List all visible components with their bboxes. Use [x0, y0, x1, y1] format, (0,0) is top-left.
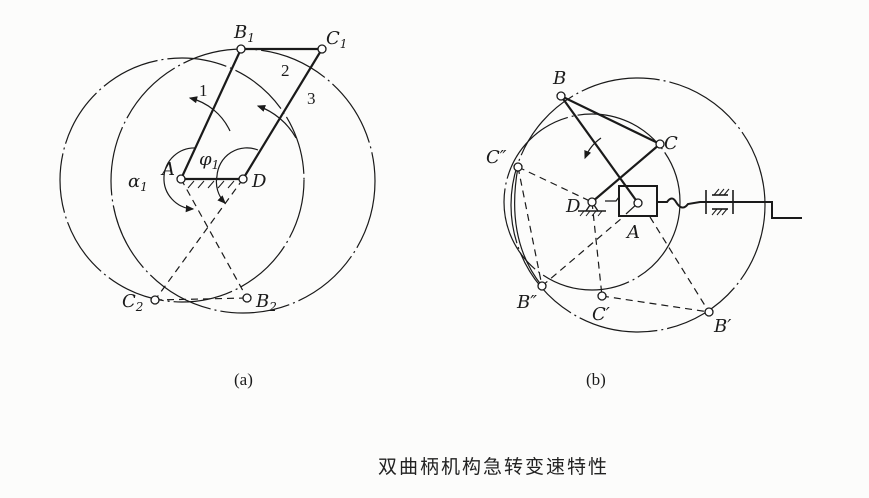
label-A: A	[160, 159, 175, 180]
rotation-arrow-1	[188, 96, 231, 132]
label-C-double-prime: C″	[486, 147, 507, 168]
label-C-prime: C′	[592, 304, 610, 325]
phi-arc	[215, 147, 259, 204]
link-number-2: 2	[281, 61, 290, 80]
label-B-double-prime: B″	[516, 292, 537, 313]
link-number-1: 1	[199, 81, 208, 100]
label-C1: C1	[326, 28, 347, 51]
dashed-positions-b	[517, 166, 710, 313]
label-B-b: B	[552, 68, 566, 89]
circle-A-b	[510, 77, 766, 333]
circle-D-b	[503, 113, 681, 291]
ground-hatch	[187, 180, 235, 189]
figure-caption: 双曲柄机构急转变速特性	[378, 456, 610, 478]
label-C-b: C	[664, 133, 678, 154]
subfigure-label-a: (a)	[234, 370, 253, 389]
label-D: D	[251, 171, 267, 192]
arc-left	[514, 166, 543, 287]
link-CD	[591, 143, 661, 203]
dashed-position-2	[154, 178, 248, 301]
diagram-a	[59, 44, 376, 314]
alpha-arc	[163, 147, 197, 213]
output-shaft	[657, 197, 802, 219]
link-BC	[560, 95, 661, 145]
label-B2: B2	[255, 291, 277, 314]
rotation-arrow-3	[256, 104, 297, 139]
connector-left	[605, 196, 620, 202]
link-number-3: 3	[307, 89, 316, 108]
circle-A	[59, 57, 305, 303]
diagram-b	[503, 77, 802, 333]
joints-a	[150, 44, 327, 305]
link-3	[242, 48, 323, 180]
subfigure-label-b: (b)	[586, 370, 606, 389]
label-B-prime: B′	[713, 316, 731, 337]
label-phi: φ1	[199, 149, 219, 172]
label-B1: B1	[233, 22, 255, 45]
label-D-b: D	[565, 196, 581, 217]
label-A-b: A	[625, 222, 640, 243]
link-1	[180, 48, 242, 180]
rotation-arrow-b	[584, 137, 602, 160]
label-alpha: α1	[128, 171, 148, 194]
joints-b	[513, 91, 714, 317]
label-C2: C2	[122, 291, 143, 314]
